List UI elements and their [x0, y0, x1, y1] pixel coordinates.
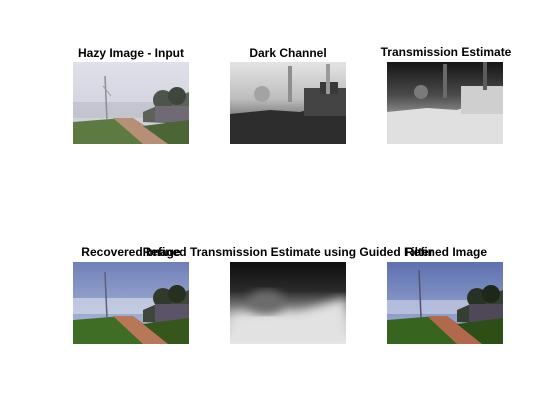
refined-image — [387, 262, 503, 344]
panel-title-hazy-input: Hazy Image - Input — [77, 46, 185, 60]
refined-transmission-image — [230, 262, 346, 344]
hazy-input-image — [73, 62, 189, 144]
panel-title-dark-channel: Dark Channel — [249, 46, 327, 60]
panel-title-refined-transmission: Refined Transmission Estimate using Guid… — [142, 245, 434, 259]
recovered-image — [73, 262, 189, 344]
panel-title-refined-image: Refined Image — [404, 245, 488, 259]
panel-title-recovered: Recovered Image — [81, 245, 181, 259]
transmission-estimate-image — [387, 62, 503, 144]
dark-channel-image — [230, 62, 346, 144]
panel-title-transmission-estimate: Transmission Estimate — [380, 45, 512, 59]
